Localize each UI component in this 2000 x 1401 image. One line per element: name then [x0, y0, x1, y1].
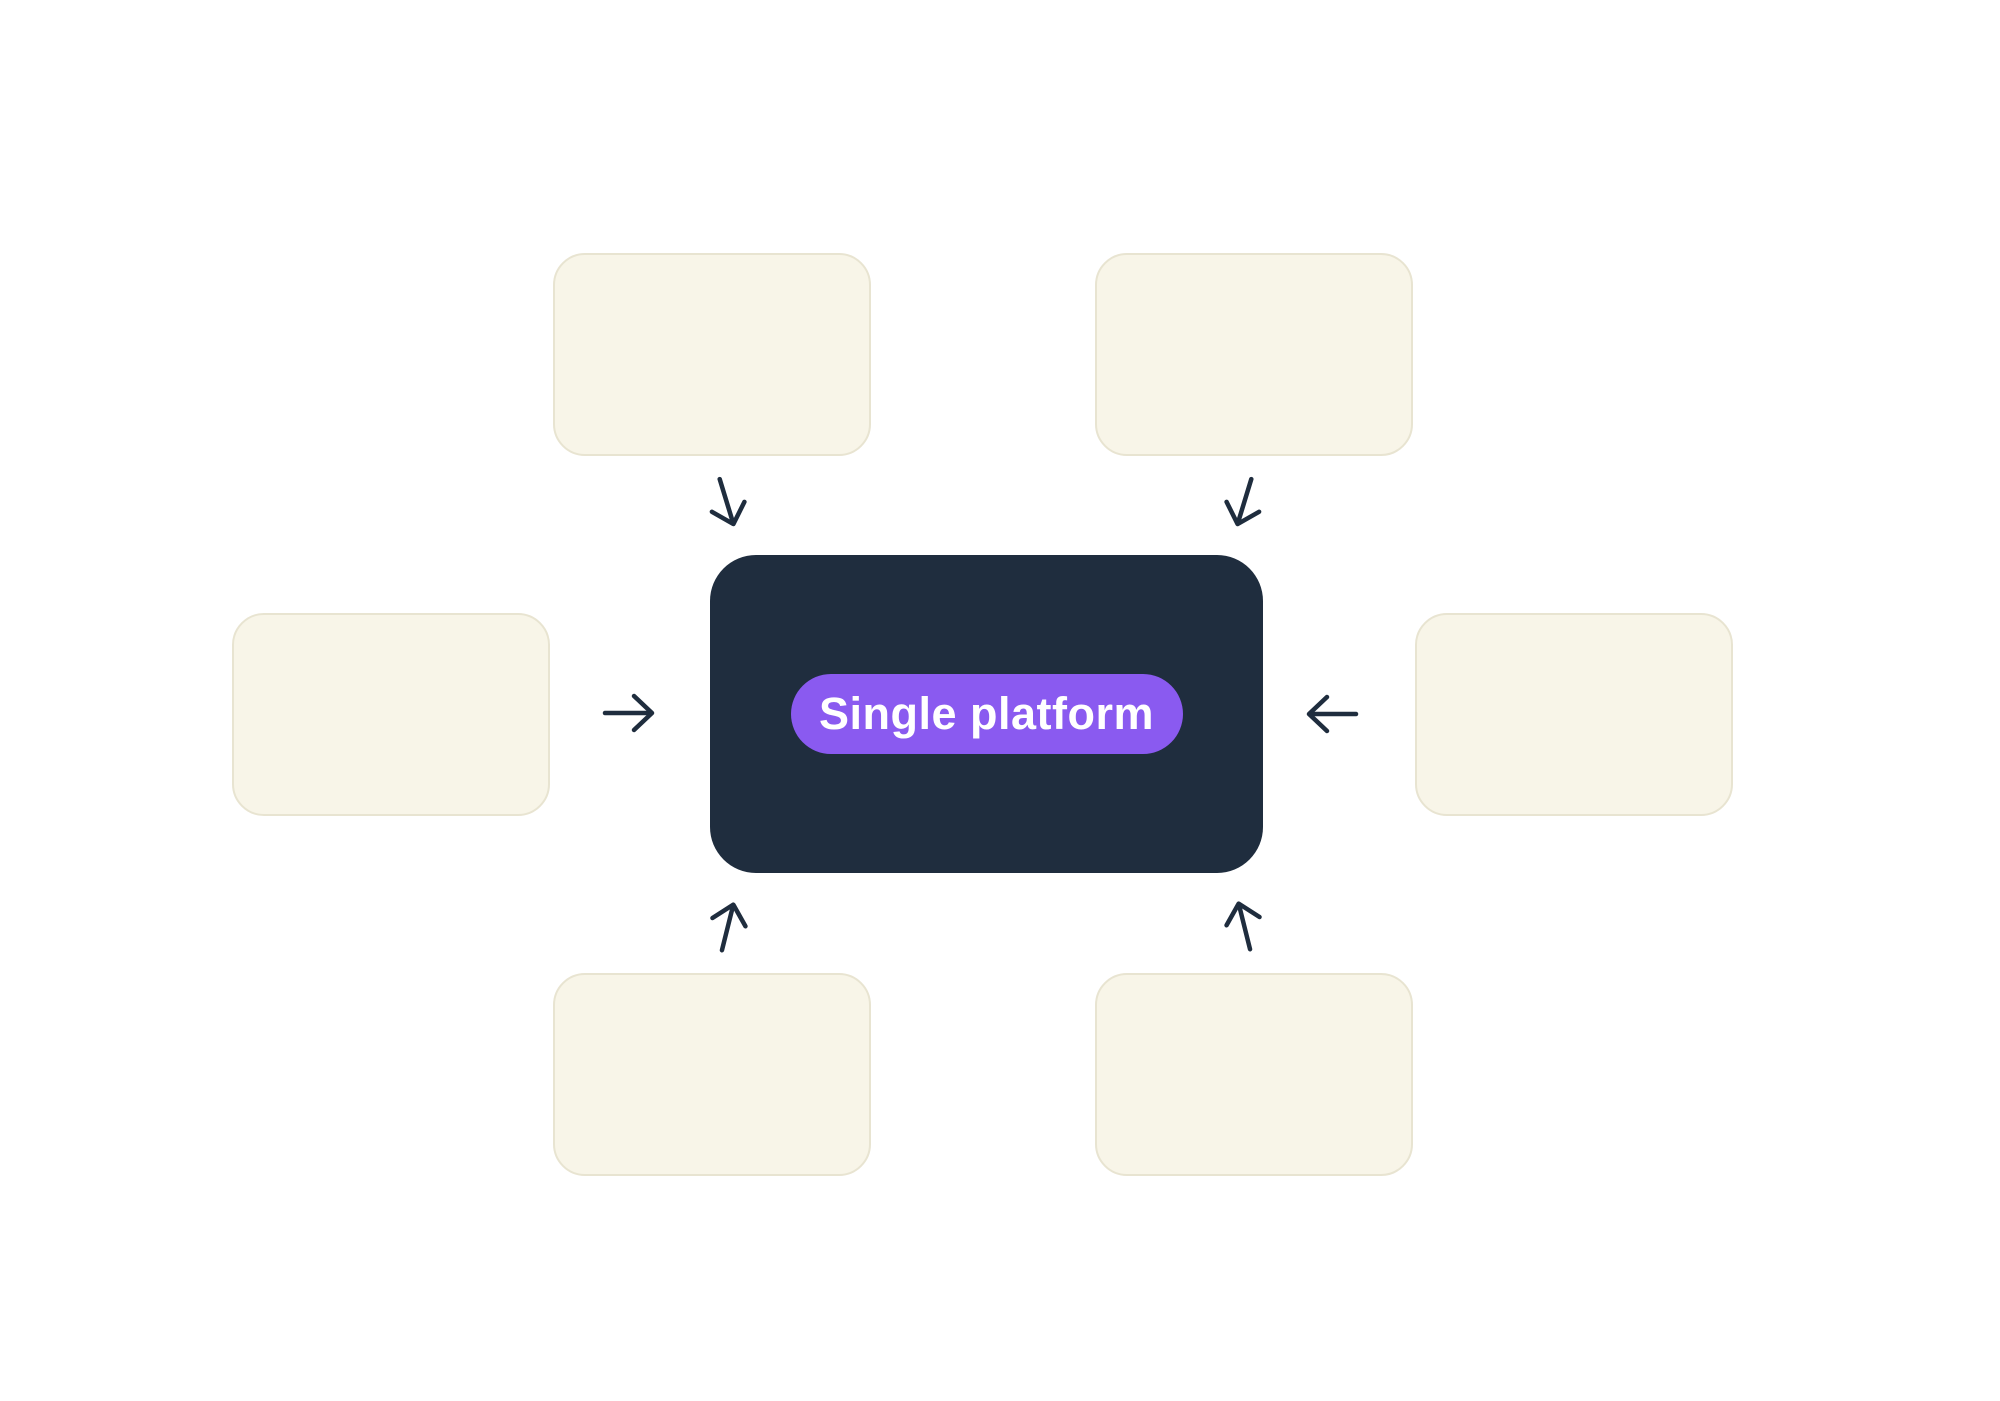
- satellite-box-top-right: [1095, 253, 1413, 456]
- arrow-from-bottom-right-icon: [1205, 886, 1283, 964]
- arrow-from-top-left-icon: [687, 463, 767, 543]
- arrow-from-middle-left-icon: [598, 681, 662, 745]
- satellite-box-middle-left: [232, 613, 550, 816]
- arrow-from-middle-right-icon: [1299, 682, 1363, 746]
- satellite-box-top-left: [553, 253, 871, 456]
- single-platform-label: Single platform: [818, 688, 1155, 739]
- arrow-from-top-right-icon: [1204, 463, 1284, 543]
- satellite-box-bottom-right: [1095, 973, 1413, 1176]
- satellite-box-bottom-left: [553, 973, 871, 1176]
- single-platform-pill: Single platform: [790, 674, 1183, 754]
- central-platform-box: Single platform: [710, 555, 1263, 873]
- satellite-box-middle-right: [1415, 613, 1733, 816]
- arrow-from-bottom-left-icon: [689, 887, 767, 965]
